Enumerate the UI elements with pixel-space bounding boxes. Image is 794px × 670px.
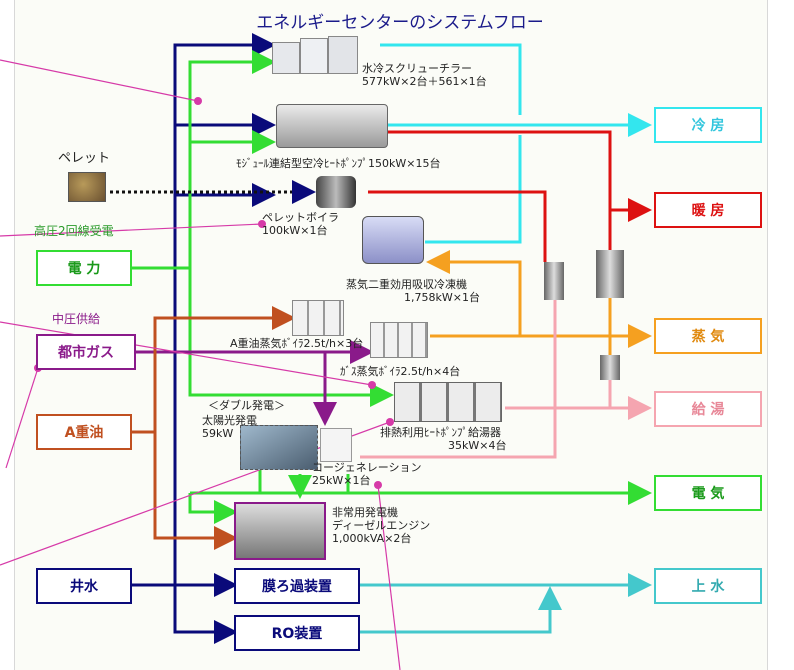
cooling-output-box: 冷 房 — [654, 107, 762, 143]
hp-water-heater-spec: 35kW×4台 — [448, 439, 507, 452]
city-gas-box: 都市ガス — [36, 334, 136, 370]
solar-label: 太陽光発電 59kW — [202, 414, 257, 440]
clean-water-lines — [360, 573, 652, 634]
emergency-generator-graphic — [234, 502, 326, 560]
double-power-label: ＜ダブル発電＞ — [208, 399, 285, 412]
heat-exchanger-3 — [600, 355, 620, 380]
gas-boiler-graphic — [370, 322, 428, 358]
steam-output-box: 蒸 気 — [654, 318, 762, 354]
absorption-chiller-spec: 1,758kW×1台 — [404, 291, 480, 304]
ro-unit-box: RO装置 — [234, 615, 360, 651]
gas-boiler-label: ｶﾞｽ蒸気ﾎﾞｲﾗ2.5t/h×4台 — [340, 365, 461, 378]
high-voltage-label: 高圧2回線受電 — [34, 224, 114, 238]
well-water-box: 井水 — [36, 568, 132, 604]
emergency-generator-name: 非常用発電機 — [332, 506, 398, 519]
screw-chiller-label: 水冷スクリューチラー 577kW×2台＋561×1台 — [362, 62, 487, 88]
pellet-boiler-spec: 100kW×1台 — [262, 224, 328, 237]
heating-output-box: 暖 房 — [654, 192, 762, 228]
membrane-filter-box: 膜ろ過装置 — [234, 568, 360, 604]
pellet-boiler-label: ペレットボイラ 100kW×1台 — [262, 211, 339, 237]
electric-lines — [132, 50, 652, 524]
hp-water-heater-name: 排熱利用ﾋｰﾄﾎﾟﾝﾌﾟ給湯器 — [380, 426, 501, 439]
emergency-generator-spec: 1,000kVA×2台 — [332, 532, 412, 545]
electricity-output-box: 電 気 — [654, 475, 762, 511]
pellet-graphic — [68, 172, 106, 202]
heavy-oil-box: A重油 — [36, 414, 132, 450]
clean-water-output-box: 上 水 — [654, 568, 762, 604]
screw-chiller-graphic — [272, 36, 358, 74]
cogeneration-label: コージェネレーション 25kW×1台 — [312, 461, 422, 487]
cogeneration-spec: 25kW×1台 — [312, 474, 371, 487]
heat-pump-water-heater-graphic — [394, 382, 502, 422]
heat-pump-graphic — [276, 104, 388, 148]
heavy-oil-lines — [132, 306, 296, 550]
solar-spec: 59kW — [202, 427, 234, 440]
emergency-generator-engine: ディーゼルエンジン — [332, 519, 431, 532]
pellet-boiler-name: ペレットボイラ — [262, 211, 339, 224]
absorption-chiller-label: 蒸気二重効用吸収冷凍機 1,758kW×1台 — [346, 278, 480, 304]
pellet-boiler-graphic — [316, 176, 356, 208]
pellet-label: ペレット — [58, 151, 111, 166]
emergency-generator-label: 非常用発電機 ディーゼルエンジン 1,000kVA×2台 — [332, 506, 430, 545]
absorption-chiller-graphic — [362, 216, 424, 264]
solar-panel-graphic — [240, 425, 318, 470]
oil-boiler-label: A重油蒸気ﾎﾞｲﾗ2.5t/h×3台 — [230, 337, 364, 350]
hot-water-output-box: 給 湯 — [654, 391, 762, 427]
hp-water-heater-label: 排熱利用ﾋｰﾄﾎﾟﾝﾌﾟ給湯器 35kW×4台 — [380, 426, 506, 452]
modular-heat-pump-label: ﾓｼﾞｭｰﾙ連結型空冷ﾋｰﾄﾎﾟﾝﾌﾟ150kW×15台 — [236, 157, 441, 170]
heating-lines — [368, 130, 652, 262]
absorption-chiller-name: 蒸気二重効用吸収冷凍機 — [346, 278, 467, 291]
medium-pressure-label: 中圧供給 — [52, 312, 101, 326]
heat-exchanger-1 — [544, 262, 564, 300]
steam-lines — [426, 250, 652, 355]
cogeneration-graphic — [320, 428, 352, 462]
power-box: 電 力 — [36, 250, 132, 286]
solar-name: 太陽光発電 — [202, 414, 257, 427]
screw-chiller-spec: 577kW×2台＋561×1台 — [362, 75, 487, 88]
cogeneration-name: コージェネレーション — [312, 461, 422, 474]
cooling-lines — [380, 43, 652, 244]
screw-chiller-name: 水冷スクリューチラー — [362, 62, 472, 75]
well-water-lines — [132, 33, 276, 644]
heat-exchanger-2 — [596, 250, 624, 298]
diagram-title: エネルギーセンターのシステムフロー — [256, 13, 544, 33]
oil-boiler-graphic — [292, 300, 344, 336]
hot-water-lines — [360, 300, 652, 459]
